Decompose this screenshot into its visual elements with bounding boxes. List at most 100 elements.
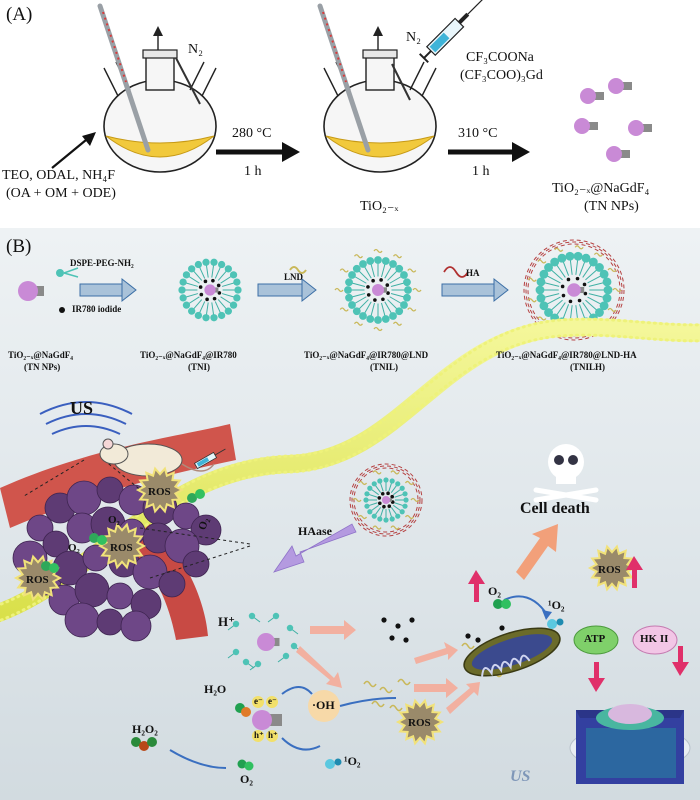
panel-b-mechanism: (B) [0,228,700,800]
dspe-peg-label: DSPE-PEG-NH₂ [70,258,134,268]
stage3-label-2: (TNIL) [370,362,399,372]
membrane-heads-upper [0,317,700,606]
ros-label-2: ROS [110,542,133,554]
stage4-label-2: (TNILH) [570,362,606,372]
step2-time: 1 h [472,164,490,179]
stage3-label-1: TiO₂₋ₓ@NaGdF₄@IR780@LND [304,350,429,360]
stage2-label-2: (TNI) [188,362,210,372]
ir780-dot-icon [59,307,65,313]
panel-a-synthesis: (A) [0,0,700,228]
incoming-tnilh-nanoparticle [349,463,423,537]
product-nanoparticles [574,78,652,162]
ultrasound-watermark: US [510,768,531,785]
water-label: H₂O [204,682,227,696]
tn-nanoparticle [18,281,44,301]
lnd-icon [289,266,307,274]
cell-death-label: Cell death [520,500,590,517]
hydroxyl-radical-label: ·OH [312,698,335,712]
zoom-lines [23,459,251,579]
panel-a-label: (A) [6,4,33,25]
electron-label-2: e⁻ [268,696,277,706]
product-label-1: TiO₂₋ₓ@NaGdF₄ [552,181,650,196]
stage2-label-1: TiO₂₋ₓ@NaGdF₄@IR780 [140,350,237,360]
oh-radical-badge [308,690,340,722]
hk2-badge [632,625,678,655]
stage1-label-2: (TN NPs) [24,362,61,372]
tumor-o2-label-1: O₂ [108,514,120,526]
membrane-heads-lower [0,333,700,622]
mito-o2-label: O₂ [488,584,501,598]
catalysis-arrows [169,686,397,769]
thermometer-1 [97,3,151,153]
mitochondrion [463,627,561,677]
thermometer-2 [317,3,371,153]
added-reagent-2: (CF₃COO)₃Gd [460,68,543,83]
catalysis-singlet-o2-label: ¹O₂ [344,754,361,768]
h2o2-molecule [131,737,157,751]
tio2-catalyst [252,710,282,730]
release-arrows [296,620,480,714]
singlet-o2-product [325,758,342,769]
tumor-o2-bubbles [41,489,205,573]
dspe-peg-icon [56,267,79,278]
ros-burst-right [587,544,637,592]
proton-label: H⁺ [218,614,235,629]
tnilh-micelle [523,239,625,341]
panel-a-graphics [51,0,652,173]
haase-arrow [272,523,357,573]
nitrogen-label-1: N₂ [188,42,203,57]
stage1-label-1: TiO₂₋ₓ@NaGdF₄ [8,350,73,360]
catalysis-ros-label: ROS [408,717,431,729]
assembly-arrow-3 [441,277,509,303]
haase-label: HAase [298,524,332,538]
step2-arrow [448,142,530,162]
step1-arrow [216,142,300,162]
released-micelle-fragments [227,612,303,671]
step1-temperature: 280 °C [232,126,272,141]
reagents-text-2: (OA + OM + ODE) [6,186,116,201]
stage4-label-1: TiO₂₋ₓ@NaGdF₄@IR780@LND-HA [496,350,637,360]
nitrogen-label-2: N₂ [406,30,421,45]
ros-up-arrow [626,556,643,588]
cell-death-arrow [516,524,558,580]
lnd-label: LND [284,272,304,282]
mito-up-arrow [468,570,485,602]
tnil-micelle [334,248,422,332]
ha-label: HA [466,268,480,278]
hk2-label: HK II [640,633,669,645]
injection-syringe-icon [193,448,226,470]
assembly-arrow-1 [79,277,137,303]
atp-label: ATP [584,633,606,645]
intermediate-label: TiO₂₋ₓ [360,199,399,214]
skull-icon [533,444,599,503]
hole-label-1: h⁺ [254,730,264,740]
o2-product [237,759,254,771]
product-label-2: (TN NPs) [584,199,639,214]
atp-down-arrow [588,662,605,692]
ha-icon [443,266,469,278]
electron-label-1: e⁻ [254,696,263,706]
ros-burst-catalysis [395,698,445,746]
assembly-arrow-2 [257,277,317,303]
syringe-icon [419,0,489,63]
ros-label-right: ROS [598,564,621,576]
h2o-molecule [235,703,251,717]
tni-micelle [178,258,242,322]
panel-b-graphics [0,239,700,784]
step1-time: 1 h [244,164,262,179]
damaged-cell [569,704,691,784]
hydrogen-peroxide-label: H₂O₂ [132,722,158,736]
hole-label-2: h⁺ [268,730,278,740]
ros-label-3: ROS [26,574,49,586]
panel-b-label: (B) [6,236,32,257]
tumor-o2-label-2: O₂ [68,542,80,554]
step2-temperature: 310 °C [458,126,498,141]
three-neck-flask-2 [323,26,437,173]
reagents-text-1: TEO, ODAL, NH₄F [2,168,115,183]
ir780-label: IR780 iodide [72,304,122,314]
mito-singlet-o2-label: ¹O₂ [548,598,565,612]
hk2-down-arrow [672,646,689,676]
ros-bursts-tumor [13,466,185,602]
added-reagent-1: CF₃COONa [466,50,534,65]
ultrasound-label: US [70,398,94,418]
